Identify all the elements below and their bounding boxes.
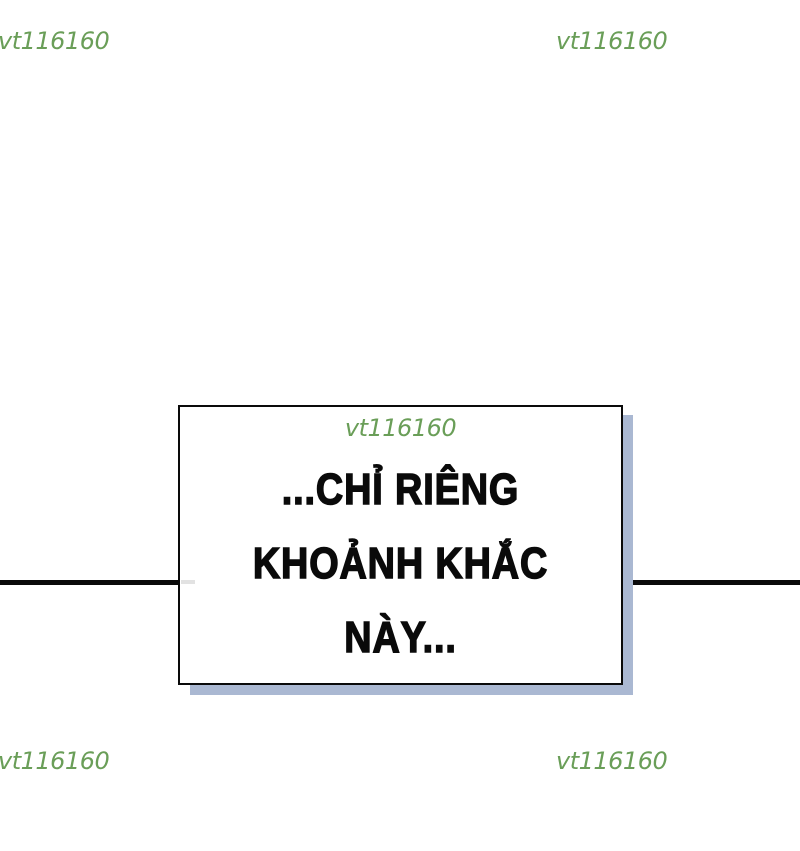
connector-line-right (619, 580, 800, 585)
caption-text: ...CHỈ RIÊNG KHOẢNH KHẮC NÀY... (211, 453, 590, 675)
panel-edge-mark (181, 580, 195, 584)
connector-line-left (0, 580, 180, 585)
caption-line-2: KHOẢNH KHẮC (252, 538, 549, 589)
caption-line-1: ...CHỈ RIÊNG (281, 464, 520, 515)
watermark-panel: vt116160 (344, 414, 457, 442)
watermark-top-right: vt116160 (556, 27, 668, 55)
caption-panel: vt116160 ...CHỈ RIÊNG KHOẢNH KHẮC NÀY... (178, 405, 623, 685)
watermark-bottom-right: vt116160 (556, 747, 668, 775)
caption-line-3: NÀY... (344, 612, 457, 663)
watermark-top-left: vt116160 (0, 27, 110, 55)
watermark-bottom-left: vt116160 (0, 747, 110, 775)
